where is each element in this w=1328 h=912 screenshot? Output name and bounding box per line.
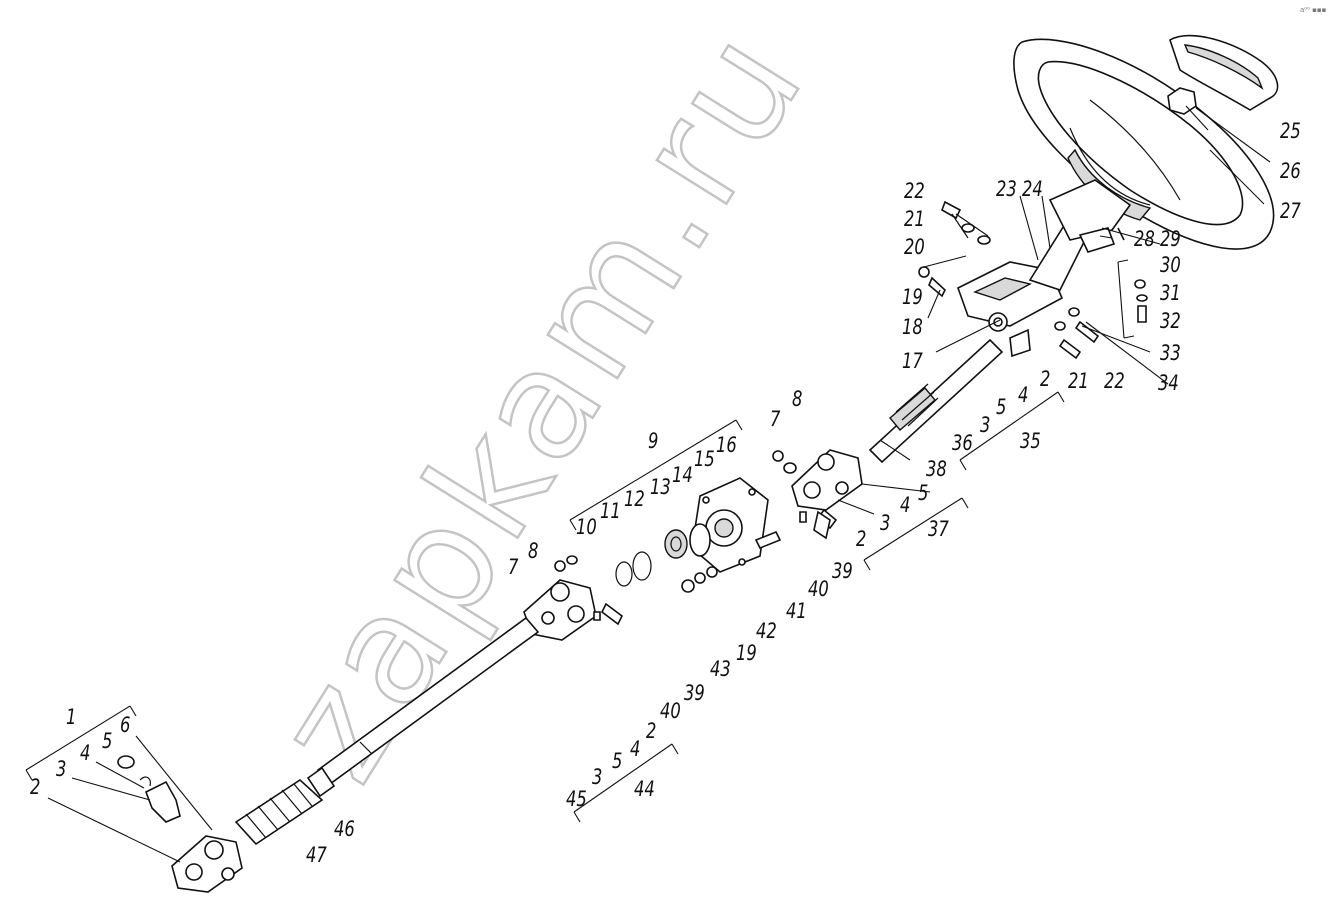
callout-40: 40 xyxy=(808,578,829,601)
callout-14: 14 xyxy=(672,464,693,487)
callout-17: 17 xyxy=(902,350,923,373)
callout-19: 19 xyxy=(736,642,757,665)
protective-boot xyxy=(234,778,324,846)
callout-2: 2 xyxy=(30,776,40,799)
lower-shaft xyxy=(306,616,540,798)
callout-44: 44 xyxy=(634,778,655,801)
callout-2: 2 xyxy=(1040,368,1050,391)
wheel-nut xyxy=(1167,87,1197,115)
callout-39: 39 xyxy=(832,560,853,583)
callout-7: 7 xyxy=(508,556,518,579)
leader-lines xyxy=(25,105,1271,863)
callout-41: 41 xyxy=(786,600,807,623)
callout-23: 23 xyxy=(996,178,1017,201)
callout-3: 3 xyxy=(592,766,602,789)
callout-21: 21 xyxy=(1068,370,1089,393)
callout-36: 36 xyxy=(952,432,973,455)
callout-5: 5 xyxy=(102,730,112,753)
callout-10: 10 xyxy=(576,516,597,539)
callout-46: 46 xyxy=(334,818,355,841)
callout-9: 9 xyxy=(648,430,658,453)
callout-5: 5 xyxy=(918,482,928,505)
callout-4: 4 xyxy=(80,742,90,765)
callout-39: 39 xyxy=(684,682,705,705)
callout-19: 19 xyxy=(902,286,923,309)
intermediate-bearing-housing xyxy=(615,477,782,593)
callout-25: 25 xyxy=(1280,120,1301,143)
upper-fasteners xyxy=(918,200,1148,360)
callout-18: 18 xyxy=(902,316,923,339)
callout-12: 12 xyxy=(624,488,645,511)
callout-5: 5 xyxy=(612,750,622,773)
callout-45: 45 xyxy=(566,788,587,811)
callout-31: 31 xyxy=(1160,282,1181,305)
callout-3: 3 xyxy=(56,758,66,781)
callout-21: 21 xyxy=(904,208,925,231)
callout-4: 4 xyxy=(1018,384,1028,407)
callout-6: 6 xyxy=(120,714,130,737)
callout-33: 33 xyxy=(1160,342,1181,365)
callout-4: 4 xyxy=(630,738,640,761)
callout-35: 35 xyxy=(1020,430,1041,453)
callout-16: 16 xyxy=(716,434,737,457)
upper-shaft xyxy=(868,338,1004,464)
callout-34: 34 xyxy=(1158,372,1179,395)
callout-38: 38 xyxy=(926,458,947,481)
callout-43: 43 xyxy=(710,658,731,681)
steering-wheel xyxy=(1013,38,1275,250)
callout-28: 28 xyxy=(1134,228,1155,251)
callout-40: 40 xyxy=(660,700,681,723)
callout-1: 1 xyxy=(66,706,76,729)
corner-mark: a⁰⁰ ▪▪▪ xyxy=(1300,6,1327,14)
callout-26: 26 xyxy=(1280,160,1301,183)
callout-2: 2 xyxy=(856,528,866,551)
callout-3: 3 xyxy=(880,512,890,535)
callout-11: 11 xyxy=(600,500,621,523)
callout-8: 8 xyxy=(528,540,538,563)
watermark: zapkam.ru xyxy=(243,0,839,809)
upper-column-bracket xyxy=(957,179,1132,358)
callout-2: 2 xyxy=(646,720,656,743)
callout-13: 13 xyxy=(650,476,671,499)
callout-3: 3 xyxy=(980,414,990,437)
callout-30: 30 xyxy=(1160,254,1181,277)
callout-8: 8 xyxy=(792,388,802,411)
callout-22: 22 xyxy=(904,180,925,203)
callout-5: 5 xyxy=(996,396,1006,419)
callout-47: 47 xyxy=(306,844,327,867)
callout-42: 42 xyxy=(756,620,777,643)
callout-20: 20 xyxy=(904,236,925,259)
callout-7: 7 xyxy=(770,408,780,431)
callout-32: 32 xyxy=(1160,310,1181,333)
callout-29: 29 xyxy=(1160,228,1181,251)
callout-15: 15 xyxy=(694,448,715,471)
callout-27: 27 xyxy=(1280,200,1301,223)
callout-24: 24 xyxy=(1022,178,1043,201)
callout-4: 4 xyxy=(900,494,910,517)
callout-37: 37 xyxy=(928,518,949,541)
horn-cover xyxy=(1169,34,1279,111)
callout-22: 22 xyxy=(1104,370,1125,393)
middle-fasteners-upper xyxy=(772,450,831,540)
callout-labels: 1 2 3 4 5 6 7 8 7 8 9 10 11 12 13 14 15 … xyxy=(30,120,1301,867)
middle-universal-joint xyxy=(523,555,624,641)
bottom-universal-joint xyxy=(117,755,243,893)
